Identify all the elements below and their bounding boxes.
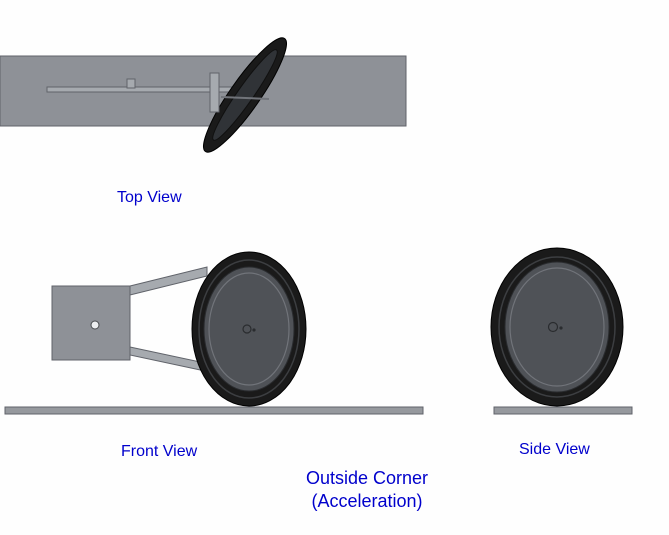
drawing-caption: Outside Corner (Acceleration) bbox=[306, 467, 428, 513]
side-view-ground bbox=[493, 406, 633, 415]
top-view-rod-pin bbox=[126, 78, 136, 89]
side-view-drawing bbox=[490, 247, 633, 415]
front-view-drawing bbox=[4, 251, 424, 415]
side-view-label: Side View bbox=[519, 441, 590, 458]
top-view-drawing bbox=[0, 37, 407, 153]
side-view-axle-center bbox=[547, 321, 559, 333]
front-view-label: Front View bbox=[121, 443, 198, 460]
front-view-axle-center bbox=[242, 324, 252, 334]
side-view-axle-dot bbox=[559, 326, 563, 330]
top-view-wheel bbox=[203, 37, 287, 153]
front-view-tire-sidewall bbox=[198, 259, 300, 399]
top-view-label: Top View bbox=[117, 189, 182, 206]
front-view-plate-hole bbox=[90, 320, 100, 330]
top-view-rim bbox=[212, 49, 278, 141]
front-view-hub-ring bbox=[208, 272, 290, 386]
front-view-hub bbox=[203, 266, 295, 392]
front-view-arm-top bbox=[129, 266, 208, 296]
front-view-axle-dot bbox=[252, 328, 256, 332]
top-view-axle-rod bbox=[46, 86, 234, 93]
side-view-tire-sidewall bbox=[498, 256, 616, 398]
caption-line1: Outside Corner bbox=[305, 468, 429, 488]
top-view-fork bbox=[209, 72, 220, 113]
front-view-ground bbox=[4, 406, 424, 415]
caption-line2: (Acceleration) bbox=[311, 491, 423, 511]
side-view-hub-ring bbox=[509, 267, 605, 387]
top-view-axle-line bbox=[220, 96, 270, 100]
